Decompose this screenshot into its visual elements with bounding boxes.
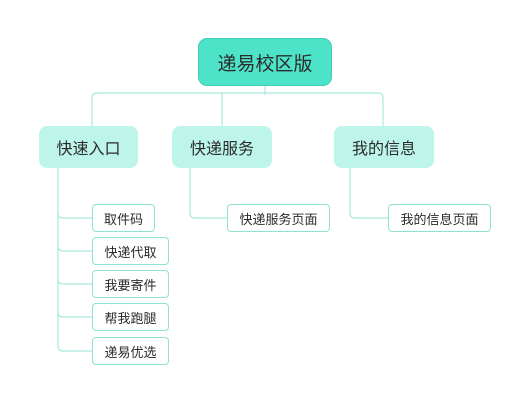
connector-branch-3-child (349, 168, 388, 219)
leaf-node-pickup-code[interactable]: 取件码 (92, 204, 155, 232)
branch-node-express-service[interactable]: 快递服务 (172, 126, 272, 168)
branch-node-quick-entry[interactable]: 快速入口 (39, 126, 138, 168)
connector-root-branches (91, 86, 384, 126)
connector-branch-1-children (57, 168, 92, 352)
leaf-node-express-service-page[interactable]: 快递服务页面 (227, 204, 330, 232)
leaf-node-send-package[interactable]: 我要寄件 (92, 270, 169, 298)
leaf-node-diyi-select[interactable]: 递易优选 (92, 337, 169, 365)
leaf-node-express-pickup[interactable]: 快递代取 (92, 237, 169, 265)
branch-node-my-info[interactable]: 我的信息 (334, 126, 434, 168)
leaf-node-my-info-page[interactable]: 我的信息页面 (388, 204, 491, 232)
leaf-node-errand[interactable]: 帮我跑腿 (92, 303, 169, 331)
root-node[interactable]: 递易校区版 (198, 38, 332, 86)
connector-branch-2-child (189, 168, 227, 219)
